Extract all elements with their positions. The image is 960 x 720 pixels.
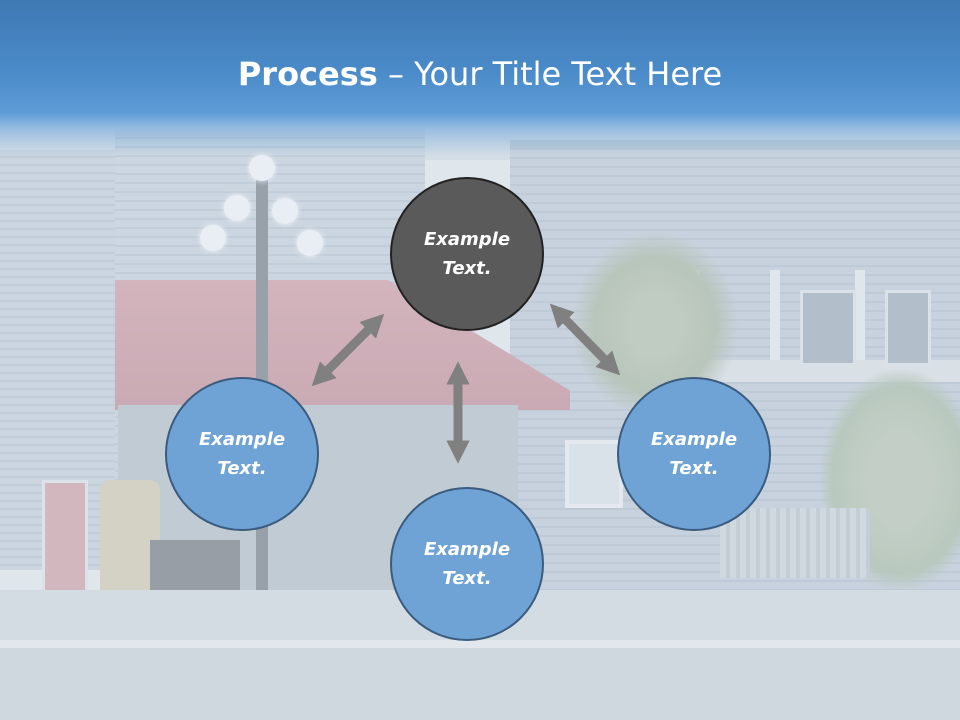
title-rest-text: – Your Title Text Here [377, 55, 723, 93]
center-circle-text: Example Text. [423, 229, 511, 279]
left-circle-text: Example Text. [198, 429, 286, 479]
porch-column [770, 270, 780, 370]
window [885, 290, 931, 366]
lamp-globe [272, 198, 298, 224]
left-circle[interactable]: Example Text. [165, 377, 319, 531]
curb [0, 640, 960, 648]
lamp-globe [249, 155, 275, 181]
title-bold-text: Process [237, 55, 378, 93]
lamp-globe [297, 230, 323, 256]
slide-title[interactable]: Process – Your Title Text Here [0, 52, 960, 96]
vending-machine [42, 480, 88, 606]
arrow-left-double [311, 313, 385, 387]
center-circle[interactable]: Example Text. [390, 177, 544, 331]
window [565, 440, 623, 508]
right-circle-text: Example Text. [650, 429, 738, 479]
lamp-globe [200, 225, 226, 251]
fence [720, 508, 870, 578]
bottom-circle[interactable]: Example Text. [390, 487, 544, 641]
window [800, 290, 856, 366]
arrow-right-double [549, 303, 621, 376]
bottom-circle-text: Example Text. [423, 539, 511, 589]
title-band [0, 0, 960, 155]
right-circle[interactable]: Example Text. [617, 377, 771, 531]
porch-column [855, 270, 865, 370]
road [0, 648, 960, 720]
lamp-globe [224, 195, 250, 221]
